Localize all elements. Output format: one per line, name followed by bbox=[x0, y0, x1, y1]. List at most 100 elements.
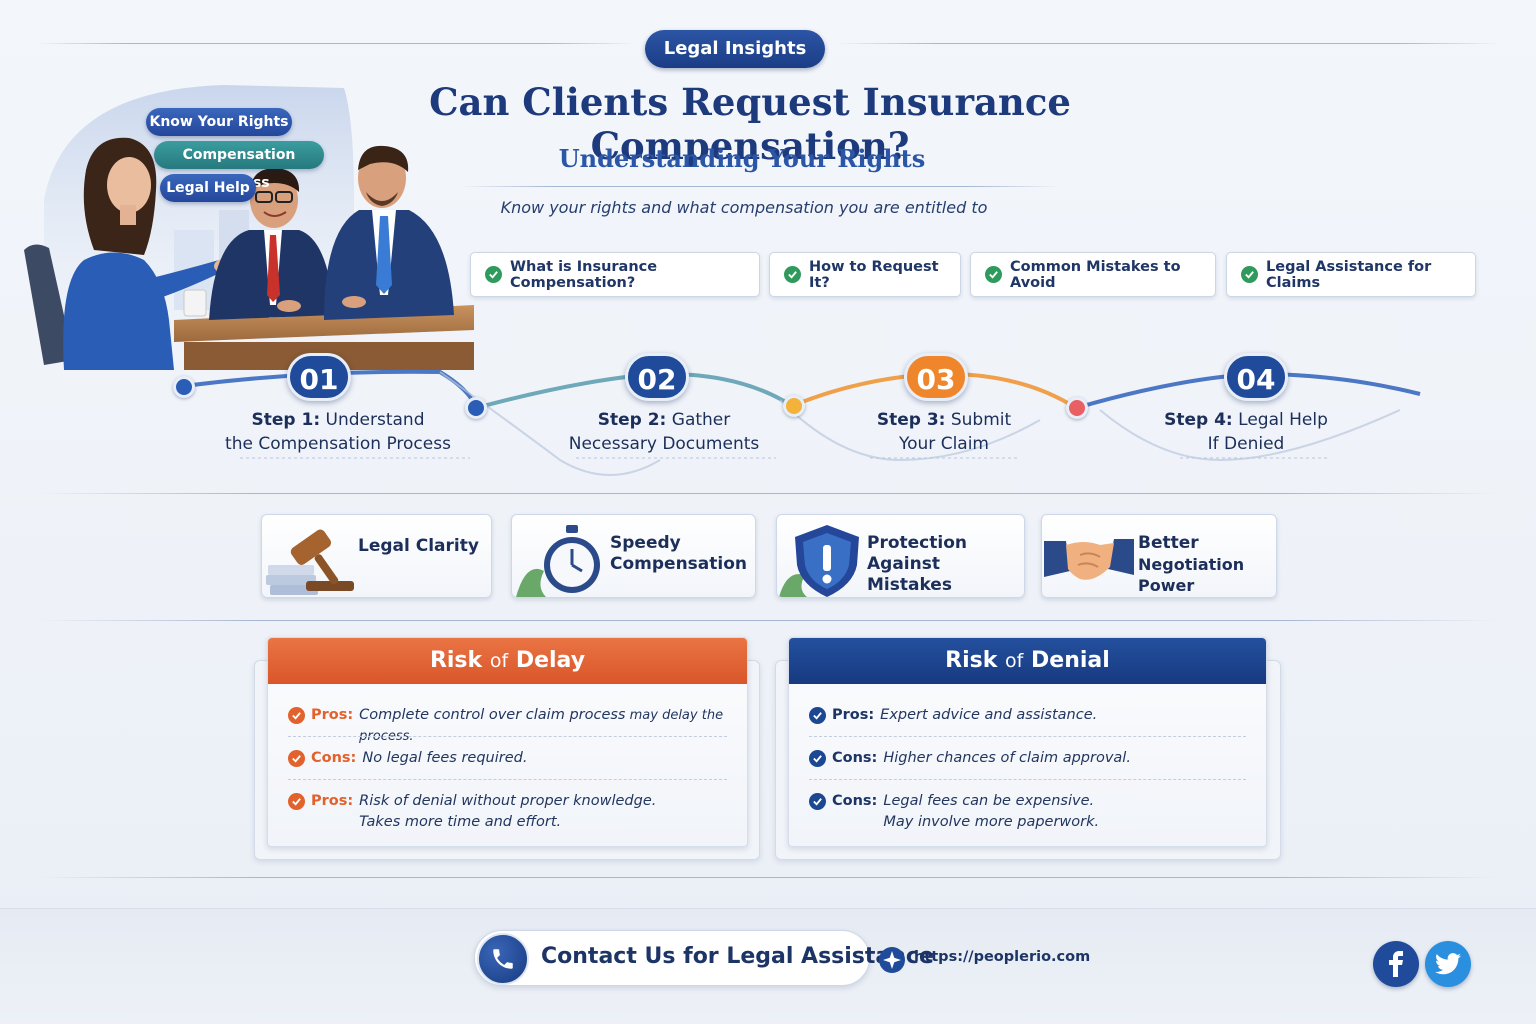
timeline-dot bbox=[465, 397, 487, 419]
row-key: Pros: bbox=[311, 707, 354, 723]
row-text-2: Takes more time and effort. bbox=[359, 814, 562, 830]
step-line1: Legal Help bbox=[1238, 410, 1328, 430]
timeline-dot bbox=[783, 395, 805, 417]
check-icon bbox=[485, 266, 502, 283]
row-key: Cons: bbox=[832, 793, 878, 809]
check-icon bbox=[809, 750, 826, 767]
step-number-4: 04 bbox=[1224, 353, 1288, 401]
tag-legal-help: Legal Help bbox=[160, 174, 256, 202]
contact-us-button[interactable]: Contact Us for Legal Assistance bbox=[474, 930, 934, 986]
facebook-icon[interactable] bbox=[1373, 941, 1419, 987]
risk-delay-row-3: Pros: Risk of denial without proper know… bbox=[288, 791, 727, 833]
risk-denial-row-1: Pros: Expert advice and assistance. bbox=[809, 705, 1246, 726]
row-text-2: May involve more paperwork. bbox=[883, 814, 1100, 830]
row-divider bbox=[809, 779, 1246, 780]
step-line1: Understand bbox=[325, 410, 425, 430]
step-line2: If Denied bbox=[1207, 434, 1285, 454]
risk-delay-title-of: of bbox=[489, 650, 509, 672]
meeting-illustration: Know Your Rights Compensation Process Le… bbox=[24, 80, 474, 370]
risk-delay-panel: Risk of Delay Pros: Complete control ove… bbox=[267, 637, 748, 847]
step-2-text: Step 2: Gather Necessary Documents bbox=[534, 408, 794, 456]
benefit-label-1: Speedy bbox=[610, 533, 681, 553]
subtitle-rule bbox=[460, 186, 1060, 187]
row-text: Risk of denial without proper knowledge. bbox=[359, 793, 657, 809]
row-divider bbox=[809, 736, 1246, 737]
step-1-text: Step 1: Understand the Compensation Proc… bbox=[208, 408, 468, 456]
shield-icon bbox=[779, 525, 859, 597]
stopwatch-icon bbox=[516, 525, 600, 597]
row-key: Pros: bbox=[311, 793, 354, 809]
website-link[interactable]: https://peoplerio.com bbox=[914, 949, 1091, 965]
risk-delay-row-2: Cons: No legal fees required. bbox=[288, 748, 727, 769]
steps-rule bbox=[36, 493, 1500, 494]
check-icon bbox=[809, 793, 826, 810]
benefit-card-negotiation: Better Negotiation Power bbox=[1041, 514, 1277, 598]
panels-rule bbox=[36, 877, 1500, 878]
step-4-text: Step 4: Legal Help If Denied bbox=[1116, 408, 1376, 456]
tag-know-your-rights: Know Your Rights bbox=[146, 108, 292, 136]
benefit-label-1: Protection bbox=[867, 533, 967, 553]
check-icon bbox=[985, 266, 1002, 283]
step-label: Step 4: bbox=[1164, 410, 1233, 430]
step-line2: the Compensation Process bbox=[225, 434, 451, 454]
risk-denial-header: Risk of Denial bbox=[789, 638, 1266, 684]
phone-icon bbox=[477, 933, 529, 985]
cards-rule bbox=[36, 620, 1500, 621]
topic-label: Legal Assistance for Claims bbox=[1266, 258, 1432, 291]
step-line2: Necessary Documents bbox=[568, 434, 760, 454]
row-text: Expert advice and assistance. bbox=[880, 707, 1098, 723]
row-text: Higher chances of claim approval. bbox=[883, 750, 1131, 766]
step-label: Step 1: bbox=[251, 410, 321, 430]
risk-delay-row-1: Pros: Complete control over claim proces… bbox=[288, 705, 727, 747]
benefit-card-speedy-compensation: Speedy Compensation bbox=[511, 514, 756, 598]
benefit-card-protection: Protection Against Mistakes bbox=[776, 514, 1025, 598]
risk-denial-title-a: Risk bbox=[945, 648, 998, 673]
check-icon bbox=[784, 266, 801, 283]
risk-denial-title-b: Denial bbox=[1031, 648, 1110, 673]
header-rule-left bbox=[36, 43, 636, 44]
step-number-1: 01 bbox=[287, 353, 351, 401]
row-text: No legal fees required. bbox=[362, 750, 528, 766]
topic-how-to-request[interactable]: How to Request It? bbox=[769, 252, 961, 297]
twitter-icon[interactable] bbox=[1425, 941, 1471, 987]
step-label: Step 3: bbox=[876, 410, 946, 430]
lawyers-meeting-image bbox=[24, 85, 474, 370]
row-key: Cons: bbox=[311, 750, 357, 766]
check-icon bbox=[288, 793, 305, 810]
topic-legal-assistance[interactable]: Legal Assistance for Claims bbox=[1226, 252, 1476, 297]
check-icon bbox=[288, 750, 305, 767]
risk-delay-title-a: Risk bbox=[429, 648, 483, 673]
step-line2: Your Claim bbox=[899, 434, 989, 454]
step-number-2: 02 bbox=[625, 353, 689, 401]
page-title: Can Clients Request Insurance Compensati… bbox=[429, 80, 1071, 168]
risk-denial-title-of: of bbox=[1005, 650, 1024, 672]
page-subtitle: Understanding Your Rights bbox=[558, 144, 926, 173]
topic-common-mistakes[interactable]: Common Mistakes to Avoid bbox=[970, 252, 1216, 297]
topic-what-is-insurance-compensation[interactable]: What is Insurance Compensation? bbox=[470, 252, 760, 297]
risk-denial-row-2: Cons: Higher chances of claim approval. bbox=[809, 748, 1246, 769]
step-number-3: 03 bbox=[904, 353, 968, 401]
web-link-icon bbox=[879, 947, 905, 973]
step-3-text: Step 3: Submit Your Claim bbox=[814, 408, 1074, 456]
benefit-label-2: Compensation bbox=[610, 554, 747, 574]
benefit-label-2: Negotiation Power bbox=[1138, 555, 1245, 595]
risk-delay-header: Risk of Delay bbox=[268, 638, 747, 684]
row-text: Legal fees can be expensive. bbox=[883, 793, 1095, 809]
benefit-card-legal-clarity: Legal Clarity bbox=[261, 514, 492, 598]
tag-compensation-process: Compensation Process bbox=[154, 141, 324, 191]
benefit-label: Legal Clarity bbox=[358, 536, 479, 556]
topic-label: Common Mistakes to Avoid bbox=[1010, 258, 1181, 291]
row-divider bbox=[288, 736, 727, 737]
row-text: Complete control over claim process bbox=[359, 707, 626, 723]
step-line1: Gather bbox=[671, 410, 731, 430]
risk-denial-panel: Risk of Denial Pros: Expert advice and a… bbox=[788, 637, 1267, 847]
legal-insights-badge: Legal Insights bbox=[645, 30, 825, 68]
gavel-icon bbox=[266, 529, 354, 595]
check-icon bbox=[1241, 266, 1258, 283]
risk-denial-row-3: Cons: Legal fees can be expensive. May in… bbox=[809, 791, 1246, 833]
topic-label: What is Insurance Compensation? bbox=[510, 258, 658, 291]
timeline-dot bbox=[1066, 397, 1088, 419]
benefit-label-2: Against Mistakes bbox=[867, 554, 952, 595]
step-label: Step 2: bbox=[597, 410, 667, 430]
row-key: Cons: bbox=[832, 750, 878, 766]
